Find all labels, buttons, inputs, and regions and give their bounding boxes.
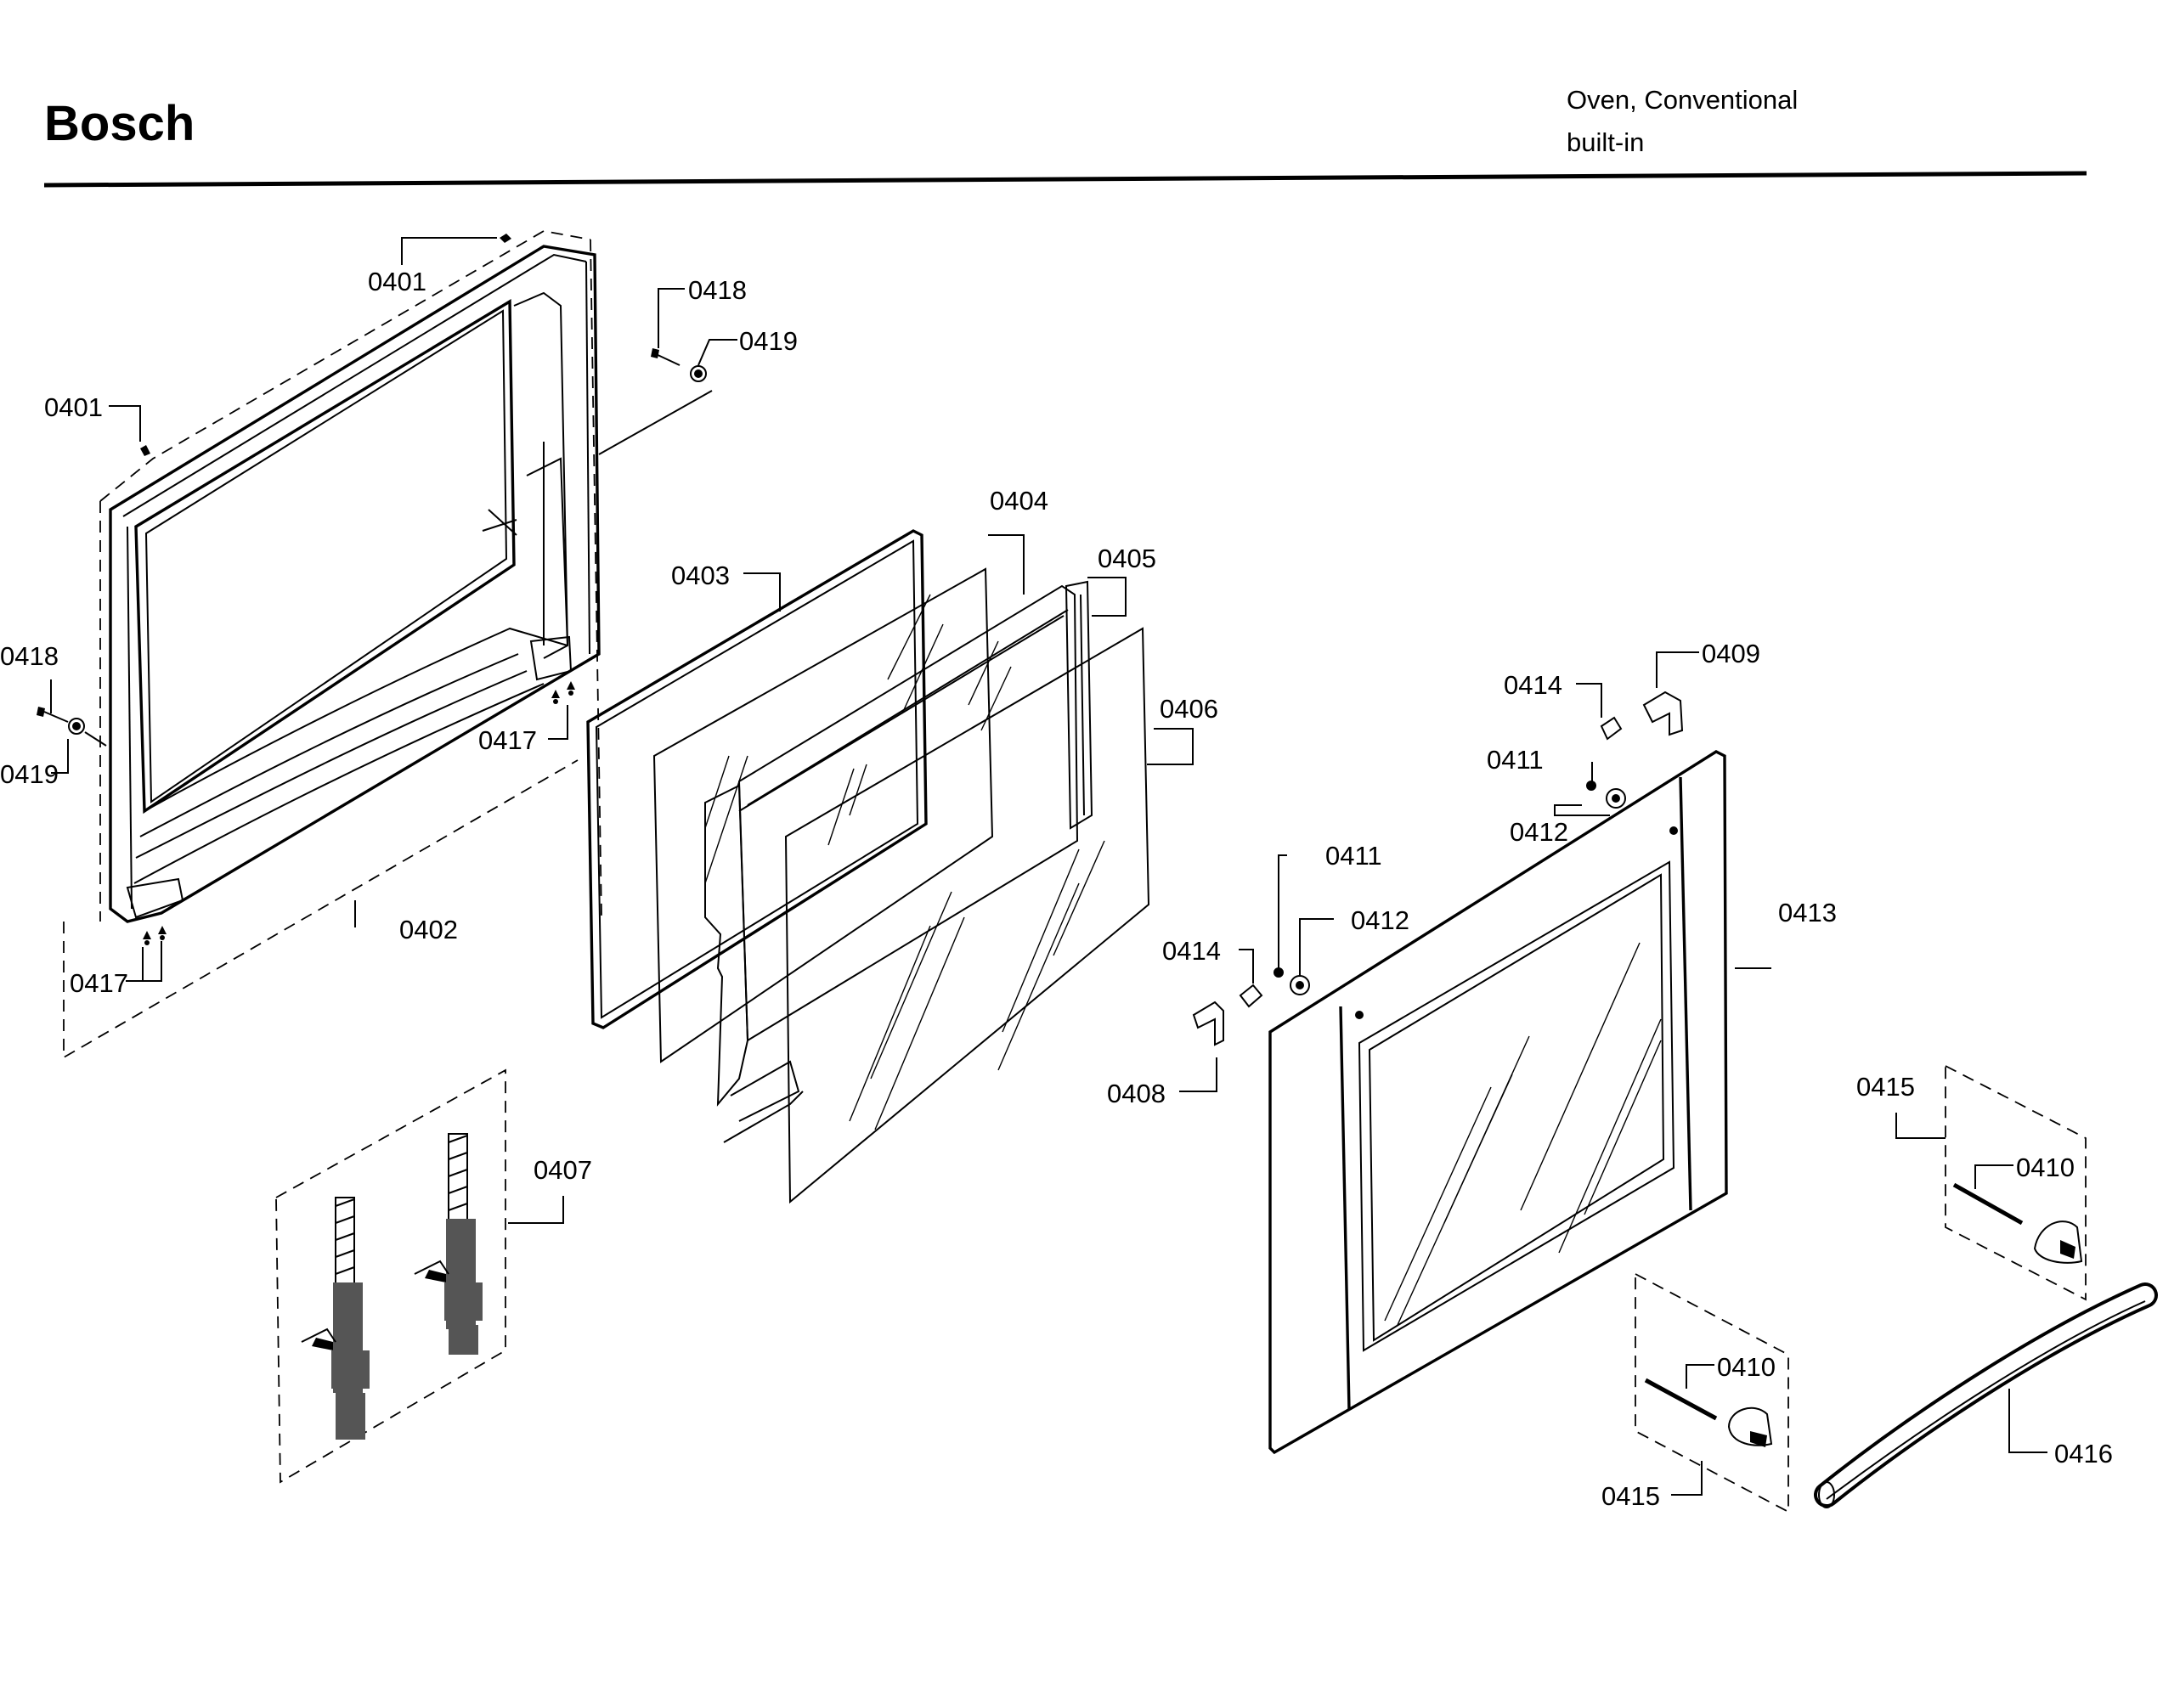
- outer-glass-pane: [784, 627, 1150, 1204]
- callout-0413: 0413: [1778, 898, 1837, 927]
- product-type-line1: Oven, Conventional: [1567, 85, 1799, 115]
- callout-0412b: 0412: [1351, 905, 1409, 935]
- callout-0401b: 0401: [44, 392, 103, 422]
- callout-0408: 0408: [1107, 1079, 1166, 1108]
- callout-0412a: 0412: [1510, 817, 1568, 847]
- heat-shield-pane: [723, 580, 1093, 1143]
- callout-0403: 0403: [671, 561, 730, 590]
- callout-0419a: 0419: [739, 326, 798, 356]
- callout-0417b: 0417: [70, 968, 128, 998]
- outer-door-panel: [1268, 750, 1728, 1455]
- callout-0418a: 0418: [688, 275, 747, 305]
- callout-0411b: 0411: [1325, 841, 1382, 871]
- callout-0410a: 0410: [2016, 1153, 2075, 1182]
- header-divider: [43, 171, 2087, 188]
- callout-0406: 0406: [1160, 694, 1218, 724]
- callout-0419b: 0419: [0, 759, 59, 789]
- product-type-line2: built-in: [1567, 127, 1645, 157]
- callout-0407: 0407: [534, 1155, 592, 1185]
- callout-0417a: 0417: [478, 725, 537, 755]
- leader-lines: [50, 237, 2047, 1496]
- frame-screws: [37, 234, 713, 945]
- callout-0409: 0409: [1702, 639, 1760, 668]
- callout-0418b: 0418: [0, 641, 59, 671]
- brand-logo-text: Bosch: [44, 96, 195, 151]
- callout-0416: 0416: [2054, 1439, 2113, 1468]
- callout-0402: 0402: [399, 915, 458, 944]
- door-gasket: [586, 529, 928, 1029]
- handle-mount-lower: [1635, 1272, 1789, 1514]
- door-handle: [1814, 1282, 2158, 1508]
- callout-0411a: 0411: [1487, 745, 1544, 775]
- callout-labels: 0401 0401 0418 0419 0418 0419 0417 0402 …: [0, 267, 2113, 1511]
- callout-0414b: 0414: [1162, 936, 1221, 966]
- callout-0405: 0405: [1098, 544, 1156, 573]
- callout-0414a: 0414: [1504, 670, 1562, 700]
- inner-door-frame: [63, 230, 602, 1059]
- handle-mount-upper: [1945, 1064, 2087, 1301]
- callout-0404: 0404: [990, 486, 1048, 516]
- callout-0415b: 0415: [1601, 1481, 1660, 1511]
- hinge-brackets: [1192, 691, 1684, 1046]
- inner-glass-pane: [652, 567, 994, 1063]
- middle-glass-pane: [704, 584, 1079, 1107]
- door-hinges: [275, 1068, 506, 1484]
- callout-0410b: 0410: [1717, 1352, 1776, 1382]
- callout-0415a: 0415: [1856, 1072, 1915, 1102]
- callout-0401a: 0401: [368, 267, 426, 296]
